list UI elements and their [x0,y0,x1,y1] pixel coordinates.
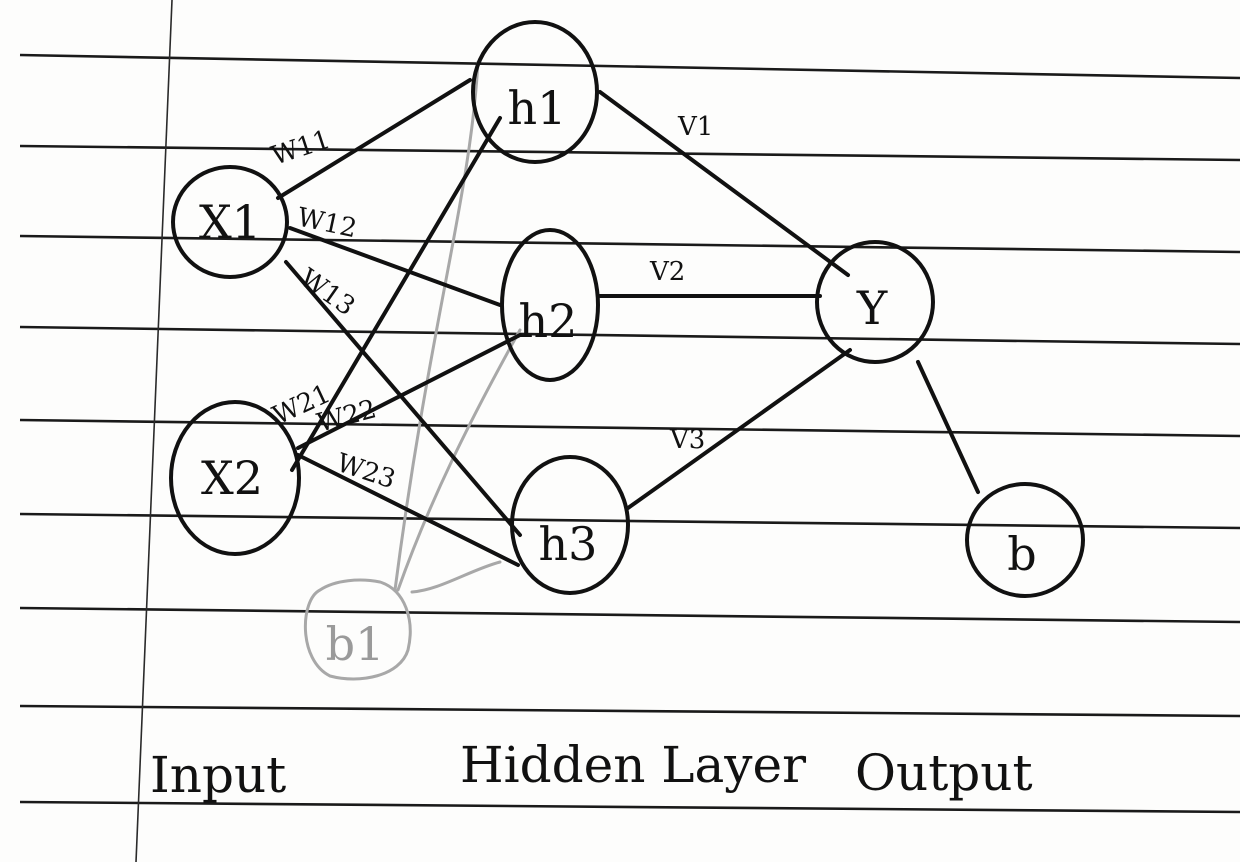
output-layer-label: Output [855,744,1033,802]
input-layer-label: Input [150,746,286,804]
layer-labels: Input Hidden Layer Output [150,736,1033,804]
ruled-lines [19,0,1240,862]
v2-label: V2 [649,257,685,287]
x2-label: X2 [201,451,263,505]
b-label: b [1007,527,1036,581]
w11-label: W11 [268,125,334,172]
h1-label: h1 [508,81,567,135]
input-node-x1: X1 [171,165,289,279]
hidden-layer-label: Hidden Layer [460,736,806,794]
hidden-node-h2: h2 [500,228,600,382]
network-edges [276,78,980,567]
hidden-bias-node-b1: b1 [303,578,412,681]
output-bias-node-b: b [965,482,1085,598]
v1-label: V1 [677,112,713,142]
x1-label: X1 [199,195,261,249]
output-node-y: Y [815,240,935,364]
hidden-node-h3: h3 [510,455,630,595]
w13-label: W13 [294,263,360,322]
y-label: Y [856,281,888,335]
b1-label: b1 [326,617,385,671]
v3-label: V3 [669,425,705,455]
hidden-node-h1: h1 [471,20,599,164]
input-node-x2: X2 [169,400,301,556]
h3-label: h3 [539,517,598,571]
w12-label: W12 [295,203,360,245]
h2-label: h2 [519,294,578,348]
bias-b1-connections [393,60,522,594]
